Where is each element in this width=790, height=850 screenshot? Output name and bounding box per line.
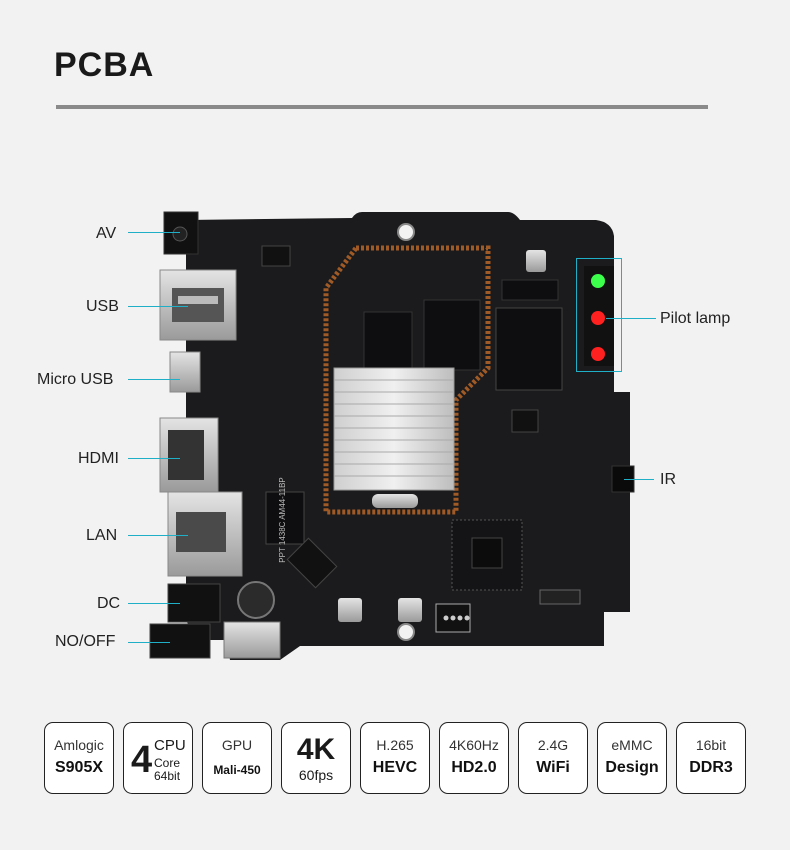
spec-badges: Amlogic S905X 4 CPU Core 64bit GPU Mali-…: [44, 722, 754, 794]
spec-hdmi: 4K60Hz HD2.0: [439, 722, 509, 794]
micro-usb-label: Micro USB: [37, 371, 114, 388]
dc-label: DC: [97, 595, 121, 612]
spec-ram-type: DDR3: [689, 759, 733, 776]
spec-cpu: 4 CPU Core 64bit: [123, 722, 193, 794]
spec-4k: 4K 60fps: [281, 722, 351, 794]
spec-emmc-label: eMMC: [611, 737, 653, 753]
spec-hdmi-res: 4K60Hz: [449, 737, 499, 753]
hdmi-pointer: [128, 458, 180, 459]
pilot-lamp-highlight: [576, 258, 622, 372]
usb-label: USB: [86, 298, 119, 315]
spec-wifi: 2.4G WiFi: [518, 722, 588, 794]
spec-gpu: GPU Mali-450: [202, 722, 272, 794]
spec-codec-type: HEVC: [372, 759, 418, 776]
spec-4k-fps: 60fps: [298, 767, 334, 783]
no-off-label: NO/OFF: [55, 633, 116, 650]
spec-4k-label: 4K: [296, 733, 336, 766]
spec-cpu-core: Core: [154, 756, 181, 770]
lan-pointer: [128, 535, 188, 536]
spec-soc-brand: Amlogic: [54, 737, 104, 753]
spec-ram: 16bit DDR3: [676, 722, 746, 794]
spec-cpu-cores: 4: [131, 739, 153, 781]
spec-soc-model: S905X: [54, 759, 104, 776]
micro-usb-pointer: [128, 379, 180, 380]
av-label: AV: [96, 225, 117, 242]
page-title: PCBA: [54, 46, 155, 84]
spec-wifi-band: 2.4G: [537, 737, 569, 753]
spec-gpu-label: GPU: [221, 737, 253, 753]
chip-label: PPT 1438C AM44-11BP: [278, 477, 287, 563]
spec-cpu-bits: 64bit: [154, 769, 181, 783]
pilot-lamp-label: Pilot lamp: [660, 310, 731, 327]
spec-codec-name: H.265: [376, 737, 414, 753]
spec-soc: Amlogic S905X: [44, 722, 114, 794]
ir-label: IR: [660, 471, 676, 488]
spec-emmc: eMMC Design: [597, 722, 667, 794]
spec-hdmi-ver: HD2.0: [451, 759, 497, 776]
av-pointer: [128, 232, 180, 233]
dc-pointer: [128, 603, 180, 604]
spec-cpu-label: CPU: [154, 737, 186, 754]
spec-codec: H.265 HEVC: [360, 722, 430, 794]
lan-label: LAN: [86, 527, 118, 544]
no-off-pointer: [128, 642, 170, 643]
spec-ram-width: 16bit: [695, 737, 727, 753]
spec-gpu-model: Mali-450: [213, 763, 261, 777]
spec-wifi-label: WiFi: [536, 759, 570, 776]
pcb-board-illustration: PPT 1438C AM44-11BP: [149, 211, 635, 660]
pilot-lamp-pointer: [606, 318, 656, 319]
usb-pointer: [128, 306, 188, 307]
ir-pointer: [624, 479, 654, 480]
spec-emmc-design: Design: [605, 759, 659, 776]
hdmi-label: HDMI: [78, 450, 119, 467]
title-divider: [56, 105, 708, 109]
